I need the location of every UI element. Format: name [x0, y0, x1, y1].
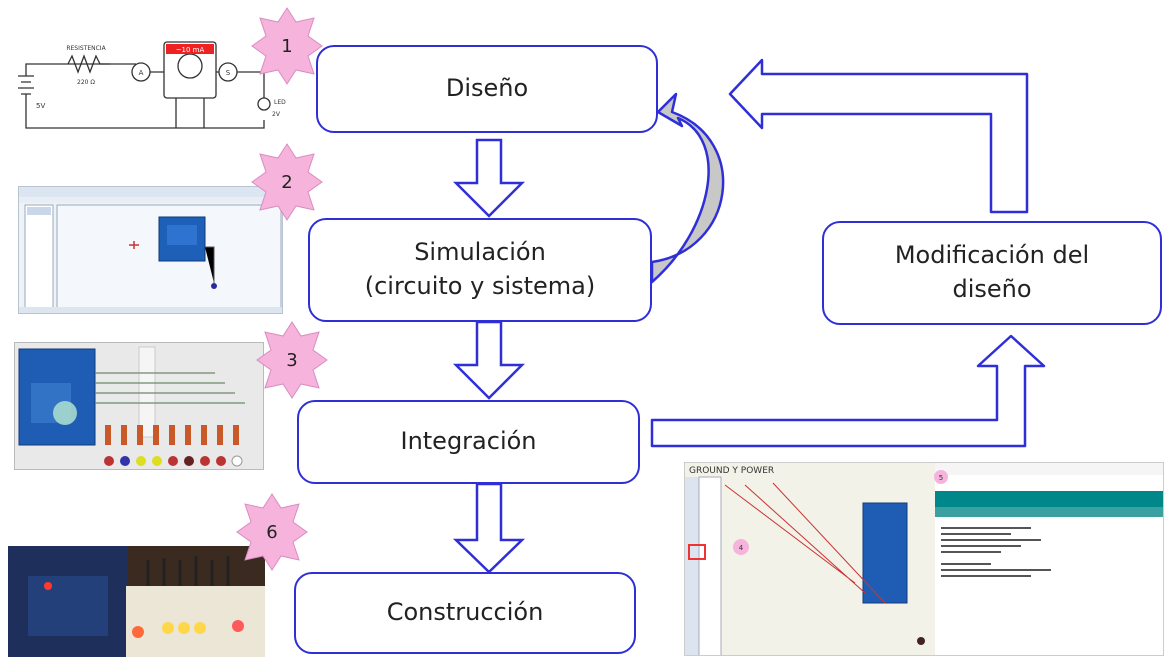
meter-reading: ~10 mA — [176, 46, 205, 54]
marker-b: 5 — [939, 474, 943, 482]
integration-label: Integración — [400, 427, 537, 456]
code-and-simulation-screenshot-image: GROUND Y POWER 4 5 — [684, 462, 1164, 656]
marker-a: 4 — [739, 544, 744, 552]
ammeter-label: A — [139, 69, 144, 77]
badge-2-label: 2 — [281, 172, 292, 193]
arrow-design-to-simulation — [452, 138, 526, 218]
circuit-schematic-image: ~10 mA RESISTENCIA 220 Ω 5V A S LED 2V — [6, 36, 290, 140]
resistor-value: 220 Ω — [77, 79, 95, 86]
modification-label-line2: diseño — [952, 275, 1032, 303]
design-box: Diseño — [316, 45, 658, 133]
simulation-box: Simulación (circuito y sistema) — [308, 218, 652, 322]
arrow-integration-to-construction — [452, 482, 526, 574]
badge-3: 3 — [256, 321, 328, 399]
ground-power-caption: GROUND Y POWER — [689, 466, 774, 476]
arrow-simulation-to-integration — [452, 320, 526, 400]
source-voltage: 5V — [36, 102, 45, 110]
arrow-simulation-feedback-curve — [650, 92, 725, 284]
switch-label: S — [226, 69, 231, 77]
integration-screenshot-image — [14, 342, 264, 470]
badge-6-label: 6 — [266, 522, 277, 543]
simulation-label-line2: (circuito y sistema) — [364, 272, 596, 300]
integration-box: Integración — [297, 400, 640, 484]
badge-2: 2 — [251, 143, 323, 221]
badge-1-label: 1 — [281, 36, 292, 57]
construction-box: Construcción — [294, 572, 636, 654]
simulation-screenshot-image — [18, 186, 283, 314]
resistor-label: RESISTENCIA — [66, 45, 106, 52]
simulation-label-line1: Simulación — [414, 238, 546, 267]
badge-6: 6 — [236, 493, 308, 571]
badge-3-label: 3 — [286, 350, 297, 371]
construction-photo-image — [8, 546, 265, 657]
design-label: Diseño — [445, 74, 529, 103]
arrow-integration-to-modification — [650, 334, 1046, 448]
led-voltage: 2V — [272, 111, 281, 118]
led-label: LED — [274, 99, 286, 106]
construction-label: Construcción — [386, 598, 544, 627]
modification-box: Modificación del diseño — [822, 221, 1162, 325]
arrow-modification-to-design — [728, 58, 1029, 214]
modification-label-line1: Modificación del — [894, 241, 1090, 270]
badge-1: 1 — [251, 7, 323, 85]
